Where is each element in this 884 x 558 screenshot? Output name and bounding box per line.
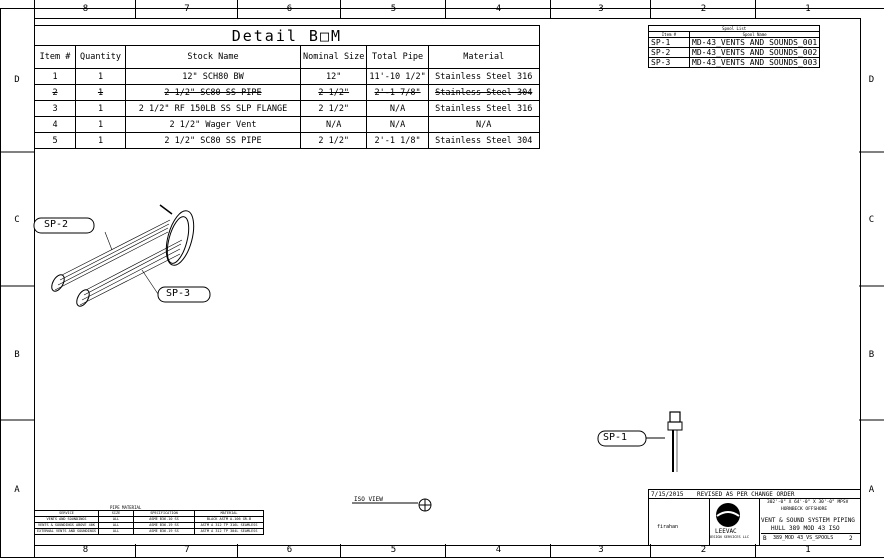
tag-sp3-label: SP-3: [166, 288, 191, 299]
vessel-description: 302'-0" X 64'-0" X 30'-0" MPSV: [767, 500, 849, 505]
revision-number: 2: [849, 535, 853, 542]
zone-column-label: 6: [237, 544, 341, 557]
pipe-material-cell: EXTERNAL VENTS AND SOUNDINGS: [33, 528, 100, 535]
pipe-material-cell: ASTM A 312 TP 304L SEAMLESS: [194, 528, 265, 535]
tag-bubble-sp3: [157, 286, 211, 303]
zone-row-label: C: [868, 215, 875, 225]
pipe-material-title: PIPE MATERIAL: [110, 505, 142, 510]
zone-column-label: 2: [650, 0, 756, 18]
zone-row-label: B: [868, 350, 875, 360]
zone-column-label: 7: [135, 544, 238, 557]
bom-cell-name: 2 1/2" SC80 SS PIPE: [125, 132, 301, 149]
zone-column-label: 4: [445, 0, 551, 18]
company-logo: [716, 503, 740, 527]
pipe-material-cell: ALL: [98, 528, 135, 535]
zone-column-label: 3: [550, 0, 651, 18]
drawing-title: VENT & SOUND SYSTEM PIPING: [761, 517, 855, 524]
bom-header: Quantity: [75, 45, 126, 69]
bom-header: Total Pipe: [366, 45, 429, 69]
zone-row-label: A: [14, 485, 20, 495]
tag-bubble-sp2: [33, 217, 95, 234]
zone-column-label: 1: [755, 0, 860, 18]
title-block: 7/15/2015 REVISED AS PER CHANGE ORDER 30…: [648, 489, 860, 545]
pipe-material-table: SERVICE SIZE SPECIFICATION MATERIAL VENT…: [33, 510, 265, 535]
zone-column-label: 5: [340, 0, 446, 18]
zone-column-label: 7: [135, 0, 238, 18]
drawing-frame: [34, 18, 861, 546]
sheet-size: B: [763, 535, 767, 542]
company-name: LEEVAC: [715, 528, 737, 535]
zone-row-label: A: [868, 485, 875, 495]
bom-header: Material: [427, 45, 540, 69]
hull-number: HULL 389 MOD 43 ISO: [771, 525, 840, 532]
zone-column-label: 3: [550, 544, 651, 557]
zone-column-label: 6: [237, 0, 341, 18]
bom-table: Detail B□M Item # Quantity Stock Name No…: [34, 25, 540, 149]
revision-date: 7/15/2015: [651, 491, 684, 498]
zone-row-label: C: [14, 215, 20, 225]
bom-header: Item #: [34, 45, 76, 69]
zone-column-label: 2: [650, 544, 756, 557]
owner-name: HORNBECK OFFSHORE: [781, 507, 828, 512]
zone-column-label: 5: [340, 544, 446, 557]
revision-text: REVISED AS PER CHANGE ORDER: [697, 491, 795, 498]
company-subtitle: DESIGN SERVICES LLC: [709, 535, 750, 539]
zone-row-label: D: [868, 75, 875, 85]
zone-column-label: 4: [445, 544, 551, 557]
pipe-material-cell: ASTM A 312 TP 316L SEAMLESS: [194, 522, 265, 529]
zone-column-label: 8: [34, 544, 136, 557]
tag-bubble-sp1: [597, 430, 665, 447]
tag-sp2-label: SP-2: [44, 219, 69, 230]
tag-sp1-label: SP-1: [603, 432, 628, 443]
drawing-number: 389_MOD 43_VS_SPOOLS: [773, 535, 834, 541]
bom-header: Nominal Size: [299, 45, 368, 69]
zone-row-label: D: [14, 75, 20, 85]
pipe-material-cell: VENTS & SOUNDINGS ABOVE 40K: [33, 522, 100, 529]
zone-row-label: B: [14, 350, 20, 360]
vent-assembly: [667, 411, 683, 472]
drawn-by: firahan: [657, 524, 679, 530]
spool-cell-name: MD-43_VENTS AND SOUNDS_003: [688, 57, 821, 68]
bom-cell-item: 5: [34, 132, 76, 149]
bom-cell-qty: 1: [75, 132, 126, 149]
pipe-bundle: [51, 204, 195, 307]
zone-ticks: [0, 151, 884, 421]
iso-view-symbol: [352, 498, 432, 512]
bom-cell-material: Stainless Steel 304: [427, 132, 540, 149]
zone-column-label: 1: [755, 544, 860, 557]
bom-cell-total: 2'-1 1/8": [366, 132, 429, 149]
iso-view-label: ISO VIEW: [354, 496, 383, 503]
pipe-material-cell: ASME B36.19 SS: [133, 528, 196, 535]
bom-cell-size: 2 1/2": [299, 132, 368, 149]
zone-column-label: 8: [34, 0, 136, 18]
